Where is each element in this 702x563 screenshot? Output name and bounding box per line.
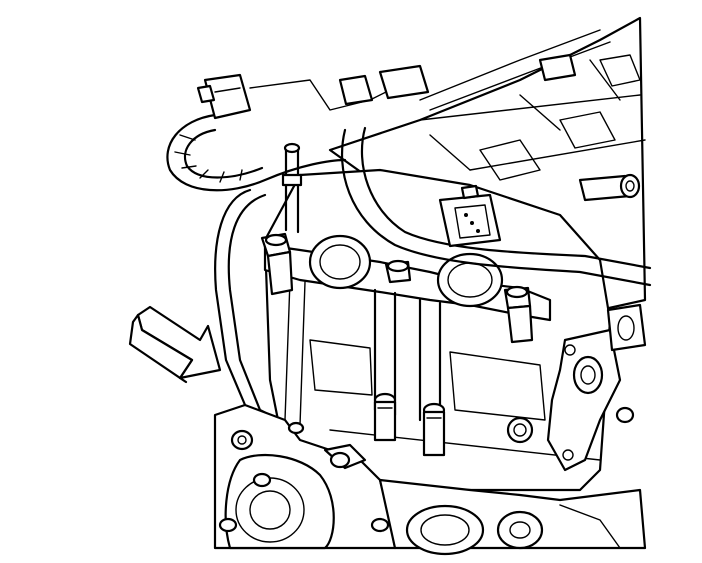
coolant-hose: [341, 126, 652, 287]
bolt-set-top: [260, 232, 534, 344]
dipstick-tube: [281, 142, 303, 234]
cover-bolts: [287, 406, 635, 444]
bolt: [384, 259, 412, 284]
bolt: [503, 285, 534, 344]
wiring-harness: [166, 29, 611, 192]
sensor-connector: [438, 184, 502, 248]
bolt: [422, 402, 446, 457]
engine-mount-bracket: [546, 303, 647, 472]
bolt: [260, 232, 294, 296]
bolt-set-lower: [373, 392, 446, 457]
timing-cover: [213, 403, 397, 550]
view-direction-arrow: [128, 305, 222, 384]
lower-block: [370, 478, 647, 556]
pcv-tube: [578, 173, 641, 202]
left-hose: [214, 188, 282, 422]
bolt: [373, 392, 397, 442]
